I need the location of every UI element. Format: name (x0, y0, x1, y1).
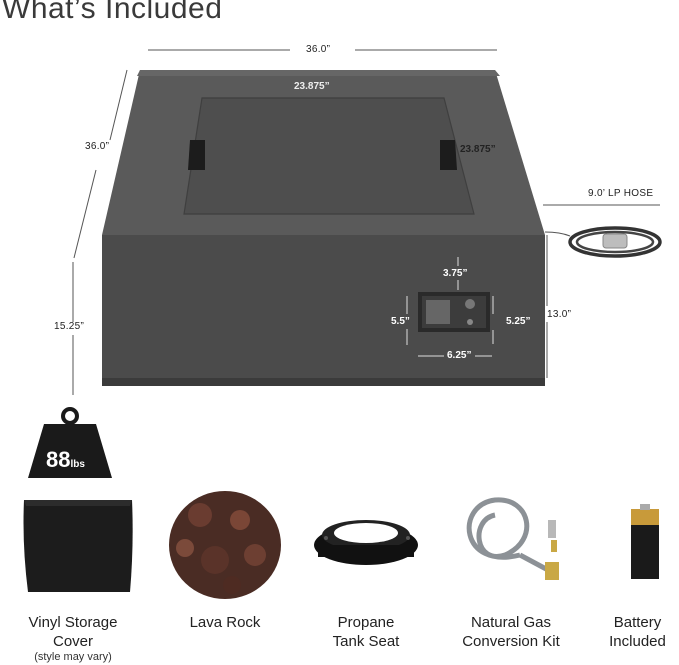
caption-battery-line2: Included (609, 633, 666, 650)
fire-pit-front (102, 235, 545, 380)
page-title: What’s Included (2, 0, 223, 25)
caption-tank-seat-line2: Tank Seat (332, 633, 400, 650)
caption-storage-cover: Vinyl Storage Cover (style may vary) (8, 613, 138, 663)
caption-battery-line1: Battery (613, 614, 662, 631)
caption-storage-cover-note: (style may vary) (34, 651, 112, 663)
dim-side-depth: 36.0” (85, 141, 110, 152)
lp-hose (543, 204, 662, 258)
caption-conversion-kit-line2: Conversion Kit (462, 633, 560, 650)
propane-tank-seat-image (314, 520, 418, 565)
caption-tank-seat-line1: Propane (337, 614, 395, 631)
panel-dimension-lines (406, 257, 494, 357)
dim-panel-right: 5.25” (506, 316, 531, 327)
caption-storage-cover-line2: Cover (52, 633, 93, 650)
weight-label: 88lbs (46, 447, 85, 473)
fire-pit-lid (183, 97, 475, 215)
caption-conversion-kit-line1: Natural Gas (470, 614, 552, 631)
caption-storage-cover-line1: Vinyl Storage (28, 614, 118, 631)
weight-value: 88 (46, 447, 71, 472)
dim-top-width: 36.0” (306, 44, 331, 55)
caption-tank-seat: Propane Tank Seat (306, 613, 426, 651)
dim-hose: 9.0’ LP HOSE (588, 188, 654, 199)
weight-unit: lbs (70, 459, 85, 470)
dim-lid-depth: 23.875” (460, 144, 496, 155)
caption-lava-rock: Lava Rock (165, 613, 285, 632)
battery-image (631, 504, 659, 579)
lava-rock-image (169, 491, 281, 599)
dim-lid-width: 23.875” (294, 81, 330, 92)
dim-height-left: 15.25” (54, 321, 85, 332)
weight-badge (28, 407, 112, 478)
dim-panel-bottom: 6.25” (447, 350, 472, 361)
storage-cover-image (23, 500, 133, 592)
caption-lava-rock-line1: Lava Rock (189, 614, 261, 631)
gas-conversion-kit-image (466, 497, 559, 580)
dim-height-right: 13.0” (547, 309, 572, 320)
caption-battery: Battery Included (596, 613, 679, 651)
dim-panel-top: 3.75” (443, 268, 468, 279)
caption-conversion-kit: Natural Gas Conversion Kit (444, 613, 578, 651)
dim-panel-left: 5.5” (391, 316, 410, 327)
